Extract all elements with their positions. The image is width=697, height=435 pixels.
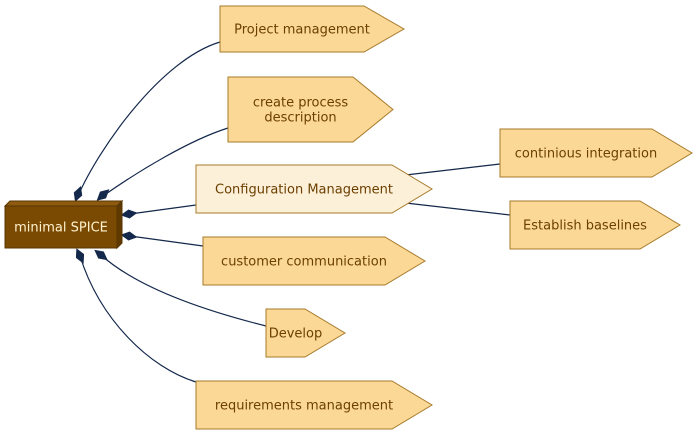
composition-diamond-icon	[73, 185, 83, 203]
process-node-shape	[202, 236, 426, 286]
node-layer: minimal SPICE Project management create pr…	[3, 5, 693, 430]
edge-line	[129, 204, 197, 215]
root-node-top-face	[3, 200, 124, 207]
process-node-cc[interactable]: customer communication	[202, 236, 426, 286]
process-node-label: Develop	[269, 327, 323, 342]
edge-line	[100, 254, 267, 327]
process-node-label: continious integration	[515, 147, 657, 162]
composition-diamond-icon	[75, 248, 85, 264]
process-node-label: description	[264, 111, 336, 126]
edge-root-dev	[94, 249, 267, 327]
root-node-front-face	[4, 205, 118, 249]
edge-line	[79, 255, 197, 383]
composition-diamond-icon	[120, 231, 138, 241]
process-node-cm[interactable]: Configuration Management	[195, 164, 433, 214]
edge-line	[396, 201, 511, 216]
process-node-label: Project management	[234, 23, 370, 38]
process-node-label: Establish baselines	[523, 219, 647, 234]
process-node-ci[interactable]: continious integration	[499, 128, 693, 178]
edge-line	[129, 235, 204, 247]
process-node-shape	[227, 76, 394, 143]
process-node-shape	[195, 164, 433, 214]
root-node[interactable]: minimal SPICE	[3, 199, 124, 250]
edge-root-rm	[75, 248, 197, 383]
process-node-eb[interactable]: Establish baselines	[509, 200, 681, 250]
edge-root-cm	[120, 204, 197, 219]
root-node-label: minimal SPICE	[14, 221, 108, 236]
edge-root-pm	[73, 41, 221, 203]
process-node-pm[interactable]: Project management	[219, 5, 406, 53]
edge-root-cc	[120, 231, 204, 247]
process-node-shape	[219, 5, 406, 53]
edge-root-cpd	[96, 127, 229, 201]
composition-diamond-icon	[96, 189, 110, 201]
process-node-label: Configuration Management	[215, 183, 393, 198]
process-node-label: requirements management	[215, 399, 393, 414]
edge-line	[77, 41, 221, 197]
process-node-label: create process	[253, 96, 349, 111]
process-node-shape	[265, 308, 346, 358]
root-node-side-face	[116, 199, 123, 250]
process-node-shape	[195, 380, 433, 430]
composition-diamond-icon	[120, 209, 138, 219]
process-node-label: customer communication	[221, 255, 387, 270]
process-node-rm[interactable]: requirements management	[195, 380, 433, 430]
composition-diamond-icon	[94, 249, 108, 261]
edge-line	[396, 163, 501, 177]
process-node-shape	[509, 200, 681, 250]
process-node-dev[interactable]: Develop	[265, 308, 346, 358]
edge-line	[102, 127, 229, 197]
process-node-shape	[499, 128, 693, 178]
